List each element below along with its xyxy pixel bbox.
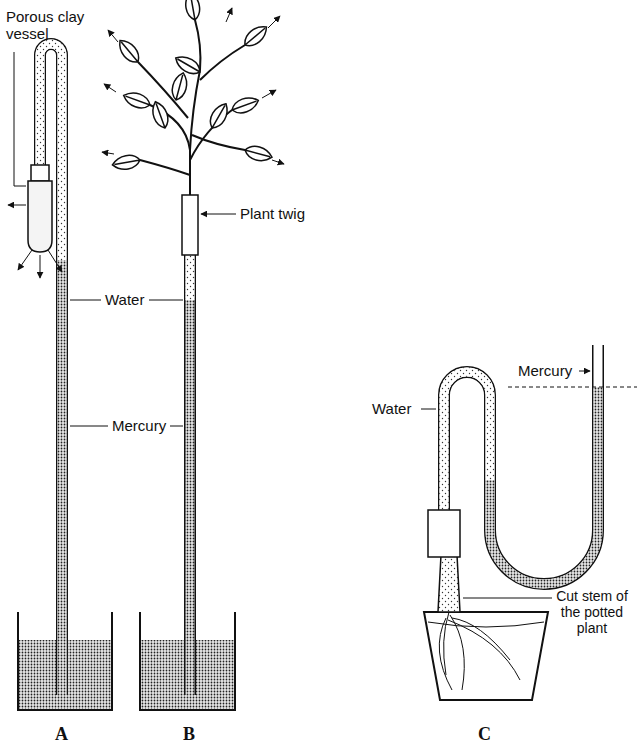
part-label: Mercury [518, 362, 572, 379]
apparatus-a-part [48, 250, 62, 272]
apparatus-c-part [444, 343, 598, 584]
apparatus-b [70, 0, 284, 710]
apparatus-c-part [444, 345, 598, 584]
roots-part [448, 620, 520, 680]
roots [439, 612, 520, 690]
transpiration-arrows-part [272, 160, 284, 164]
part-label: Cut stem of the potted plant [551, 588, 633, 636]
apparatus-a-part [40, 255, 41, 278]
part-label: Porous clay vessel [6, 8, 98, 43]
apparatus-a-part [14, 52, 26, 186]
transpiration-arrows [102, 0, 284, 164]
figure-letter: C [478, 724, 491, 745]
apparatus-a-part [28, 181, 52, 252]
apparatus-b-part [70, 426, 108, 427]
leaves-part [241, 22, 271, 50]
apparatus-c-part [490, 387, 598, 584]
apparatus-b-part [186, 250, 195, 300]
apparatus-c-part [444, 372, 490, 515]
leaves-part [115, 36, 143, 66]
plant-twig-part [200, 45, 245, 80]
transpiration-arrows-part [108, 30, 118, 42]
apparatus-b-part [201, 214, 236, 215]
apparatus-b-part [70, 300, 101, 301]
apparatus-c-part [428, 510, 460, 557]
apparatus-c-part [463, 598, 552, 599]
part-label: Water [372, 400, 411, 417]
leaves-part [206, 100, 232, 131]
apparatus-b-part [170, 426, 183, 427]
leaves-part [172, 52, 203, 78]
leaves-part [121, 89, 152, 111]
roots-part [452, 618, 510, 660]
roots-part [439, 618, 452, 690]
plant-twig-part [140, 160, 190, 175]
apparatus-a-part [31, 165, 49, 181]
apparatus-b-part [184, 250, 196, 695]
apparatus-a-part [40, 44, 62, 695]
leaves-part [183, 0, 201, 21]
apparatus-c-part [424, 612, 548, 700]
leaves [111, 0, 274, 172]
leaves-part [169, 71, 189, 102]
figure-letter: B [183, 724, 195, 745]
apparatus-b-part [186, 250, 195, 695]
plant-twig [138, 20, 245, 215]
leaves-part [230, 94, 261, 116]
transpiration-arrows-part [262, 90, 276, 98]
part-label: Water [105, 291, 144, 308]
leaves-part [149, 99, 171, 130]
apparatus-b-part [149, 300, 183, 301]
part-label: Plant twig [240, 205, 305, 222]
leaves-part [243, 143, 274, 163]
part-label: Mercury [112, 417, 166, 434]
figure-letter: A [55, 724, 68, 745]
plant-twig-part [190, 20, 200, 150]
leaves-part [111, 153, 141, 171]
apparatus-c-part [508, 387, 637, 388]
apparatus-a-part [40, 44, 62, 695]
apparatus-a-part [18, 250, 32, 270]
apparatus-a [8, 44, 112, 710]
transpiration-arrows-part [102, 152, 114, 154]
transpiration-arrows-part [226, 8, 232, 22]
apparatus-c [421, 343, 637, 700]
apparatus-a-part [8, 205, 26, 206]
apparatus-c-part [579, 371, 590, 372]
apparatus-a-part [58, 260, 67, 695]
transpiration-arrows-part [104, 84, 116, 92]
apparatus-c-part [421, 409, 436, 410]
apparatus-c-part [438, 555, 460, 612]
transpiration-arrows-part [268, 16, 280, 28]
apparatus-b-part [182, 195, 198, 255]
plant-twig-part [192, 135, 245, 150]
